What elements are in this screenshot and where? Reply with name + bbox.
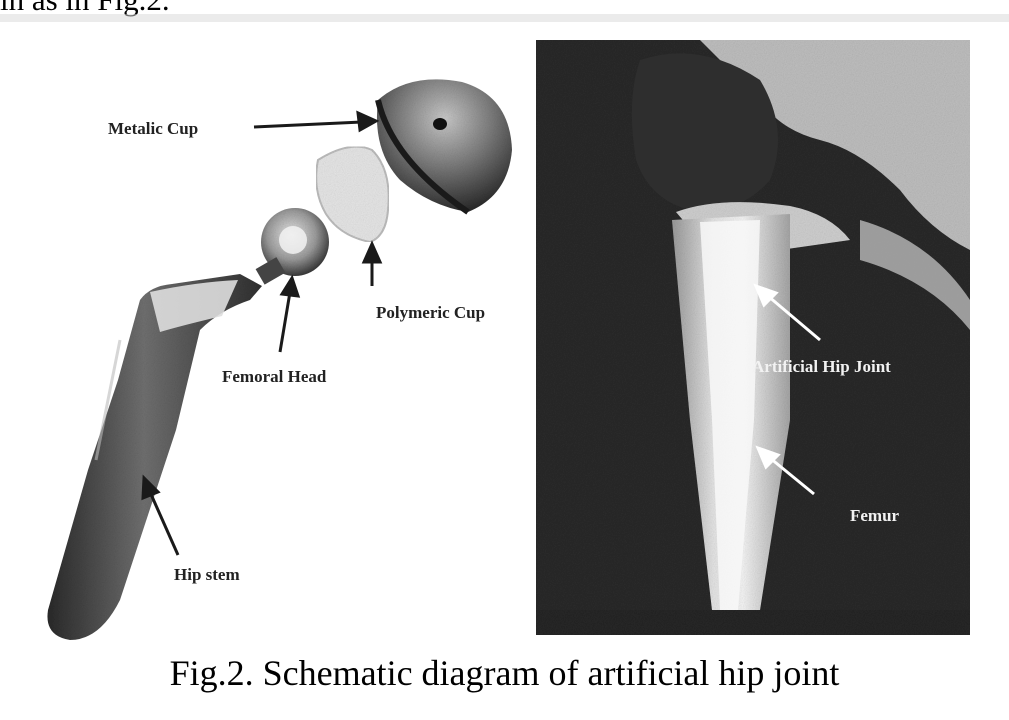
polymeric-cup-label: Polymeric Cup [376,303,485,322]
polymeric-cup-shape [316,147,388,242]
implant-components: Metalic Cup Polymeric Cup Femoral Head H… [47,79,512,640]
femoral-head-label: Femoral Head [222,367,327,386]
artificial-hip-joint-label: Artificial Hip Joint [752,357,891,376]
metallic-cup-shape [377,79,512,212]
femoral-head-shape [256,208,329,285]
hip-stem-shape [47,274,262,640]
metallic-cup-label: Metalic Cup [108,119,198,138]
hip-stem-label: Hip stem [174,565,240,584]
xray-image: Artificial Hip Joint Femur [536,40,970,635]
femur-label: Femur [850,506,900,525]
figure-caption: Fig.2. Schematic diagram of artificial h… [0,652,1009,694]
